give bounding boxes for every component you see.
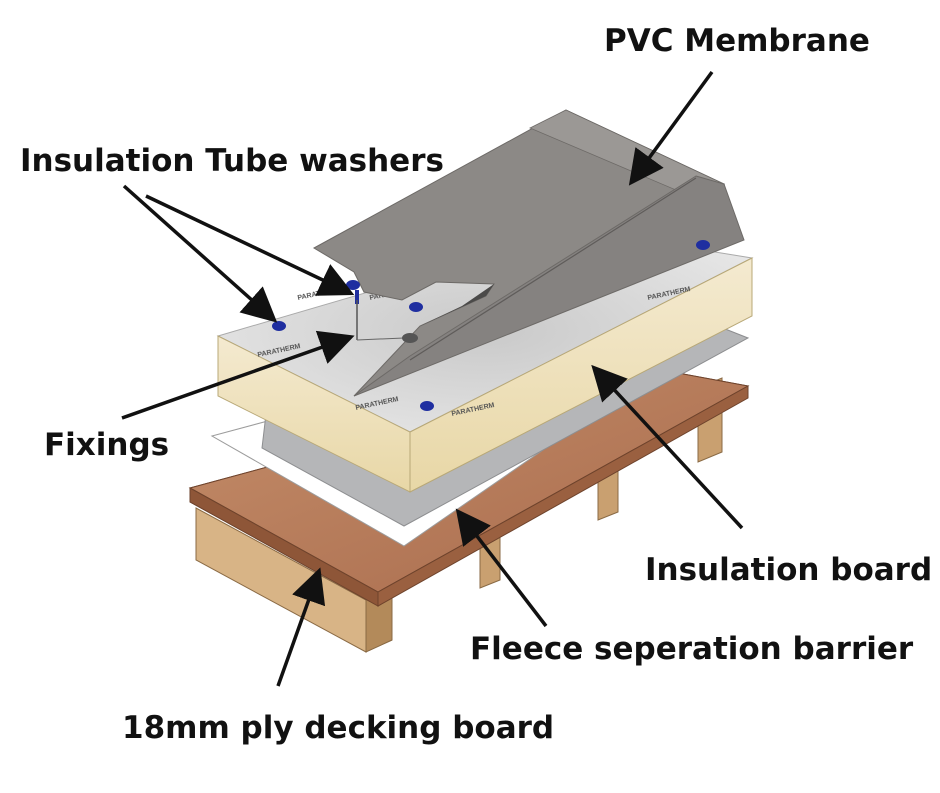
tube-washer-icon (272, 321, 286, 331)
arrow-fleece-barrier (455, 508, 548, 628)
arrow-pvc-membrane (628, 70, 714, 186)
arrow-tube-washer-2 (145, 194, 355, 296)
arrow-fixings (121, 330, 355, 420)
label-pvc-membrane: PVC Membrane (604, 23, 870, 59)
leader-arrows (121, 70, 744, 687)
tube-washer-icon (696, 240, 710, 250)
tube-washer-icon (409, 302, 423, 312)
label-insulation-board: Insulation board (645, 552, 933, 588)
arrow-tube-washer-1 (122, 184, 278, 323)
arrow-insulation-board (591, 364, 744, 530)
arrow-ply-decking (276, 567, 326, 687)
screw-fixing (356, 337, 405, 341)
tube-washer-icon (355, 290, 359, 304)
tube-washer-icon (420, 401, 434, 411)
label-fleece-barrier: Fleece seperation barrier (470, 631, 914, 667)
screw-head (402, 333, 418, 343)
brand-mark: PARATHERM (297, 286, 341, 302)
label-tube-washers: Insulation Tube washers (20, 143, 444, 179)
tube-washer-icon (346, 280, 360, 290)
pvc-membrane (312, 109, 745, 397)
label-ply-decking: 18mm ply decking board (122, 710, 555, 746)
label-fixings: Fixings (44, 427, 170, 463)
